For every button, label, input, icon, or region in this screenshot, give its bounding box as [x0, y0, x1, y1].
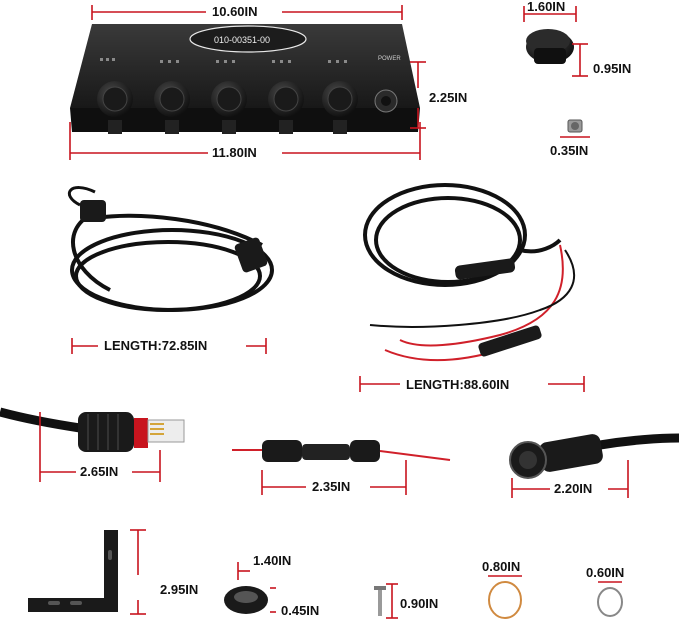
round-connector-detail: [509, 433, 679, 479]
dust-cap: [526, 29, 574, 64]
hub-height-label: 2.25IN: [429, 90, 468, 105]
bolt-label: 0.90IN: [400, 596, 439, 611]
part-number: 010-00351-00: [214, 35, 271, 45]
hub-dimension-lines: [69, 5, 426, 160]
ethernet-plug-left: [67, 186, 106, 222]
ethernet-connector-label: 2.65IN: [80, 464, 119, 479]
washer-large-label: 0.80IN: [482, 559, 521, 574]
cap-width-label: 1.60IN: [527, 0, 566, 14]
bolt: [374, 586, 386, 616]
round-connector-label: 2.20IN: [554, 481, 593, 496]
cap-height-label: 0.95IN: [593, 61, 632, 76]
ethernet-connector-detail: [0, 407, 185, 452]
ring-width-label: 1.40IN: [253, 553, 292, 568]
ethernet-length-label: LENGTH:72.85IN: [104, 338, 208, 353]
power-length-label: LENGTH:88.60IN: [406, 377, 510, 392]
washer-small: [597, 587, 623, 617]
fuse-holder-detail: [232, 440, 451, 462]
screw: [567, 119, 583, 133]
inline-fuse: [478, 325, 542, 357]
hub-port-caps: [97, 81, 358, 117]
washer-large: [488, 581, 522, 619]
fuse-holder-label: 2.35IN: [312, 479, 351, 494]
screw-label: 0.35IN: [550, 143, 589, 158]
hub-total-width-label: 11.80IN: [212, 145, 257, 160]
clamp-ring: [224, 586, 268, 614]
power-label: POWER: [378, 56, 401, 62]
hub-device: [70, 24, 420, 134]
ring-height-label: 0.45IN: [281, 603, 320, 618]
hub-leds: [100, 58, 347, 63]
ethernet-plug-right: [234, 237, 268, 273]
hub-width-label: 10.60IN: [212, 4, 258, 19]
washer-small-label: 0.60IN: [586, 565, 625, 580]
power-connector-inline: [454, 258, 516, 280]
mounting-bracket: [28, 530, 118, 612]
power-cable: [363, 183, 576, 362]
bracket-height-label: 2.95IN: [160, 582, 199, 597]
